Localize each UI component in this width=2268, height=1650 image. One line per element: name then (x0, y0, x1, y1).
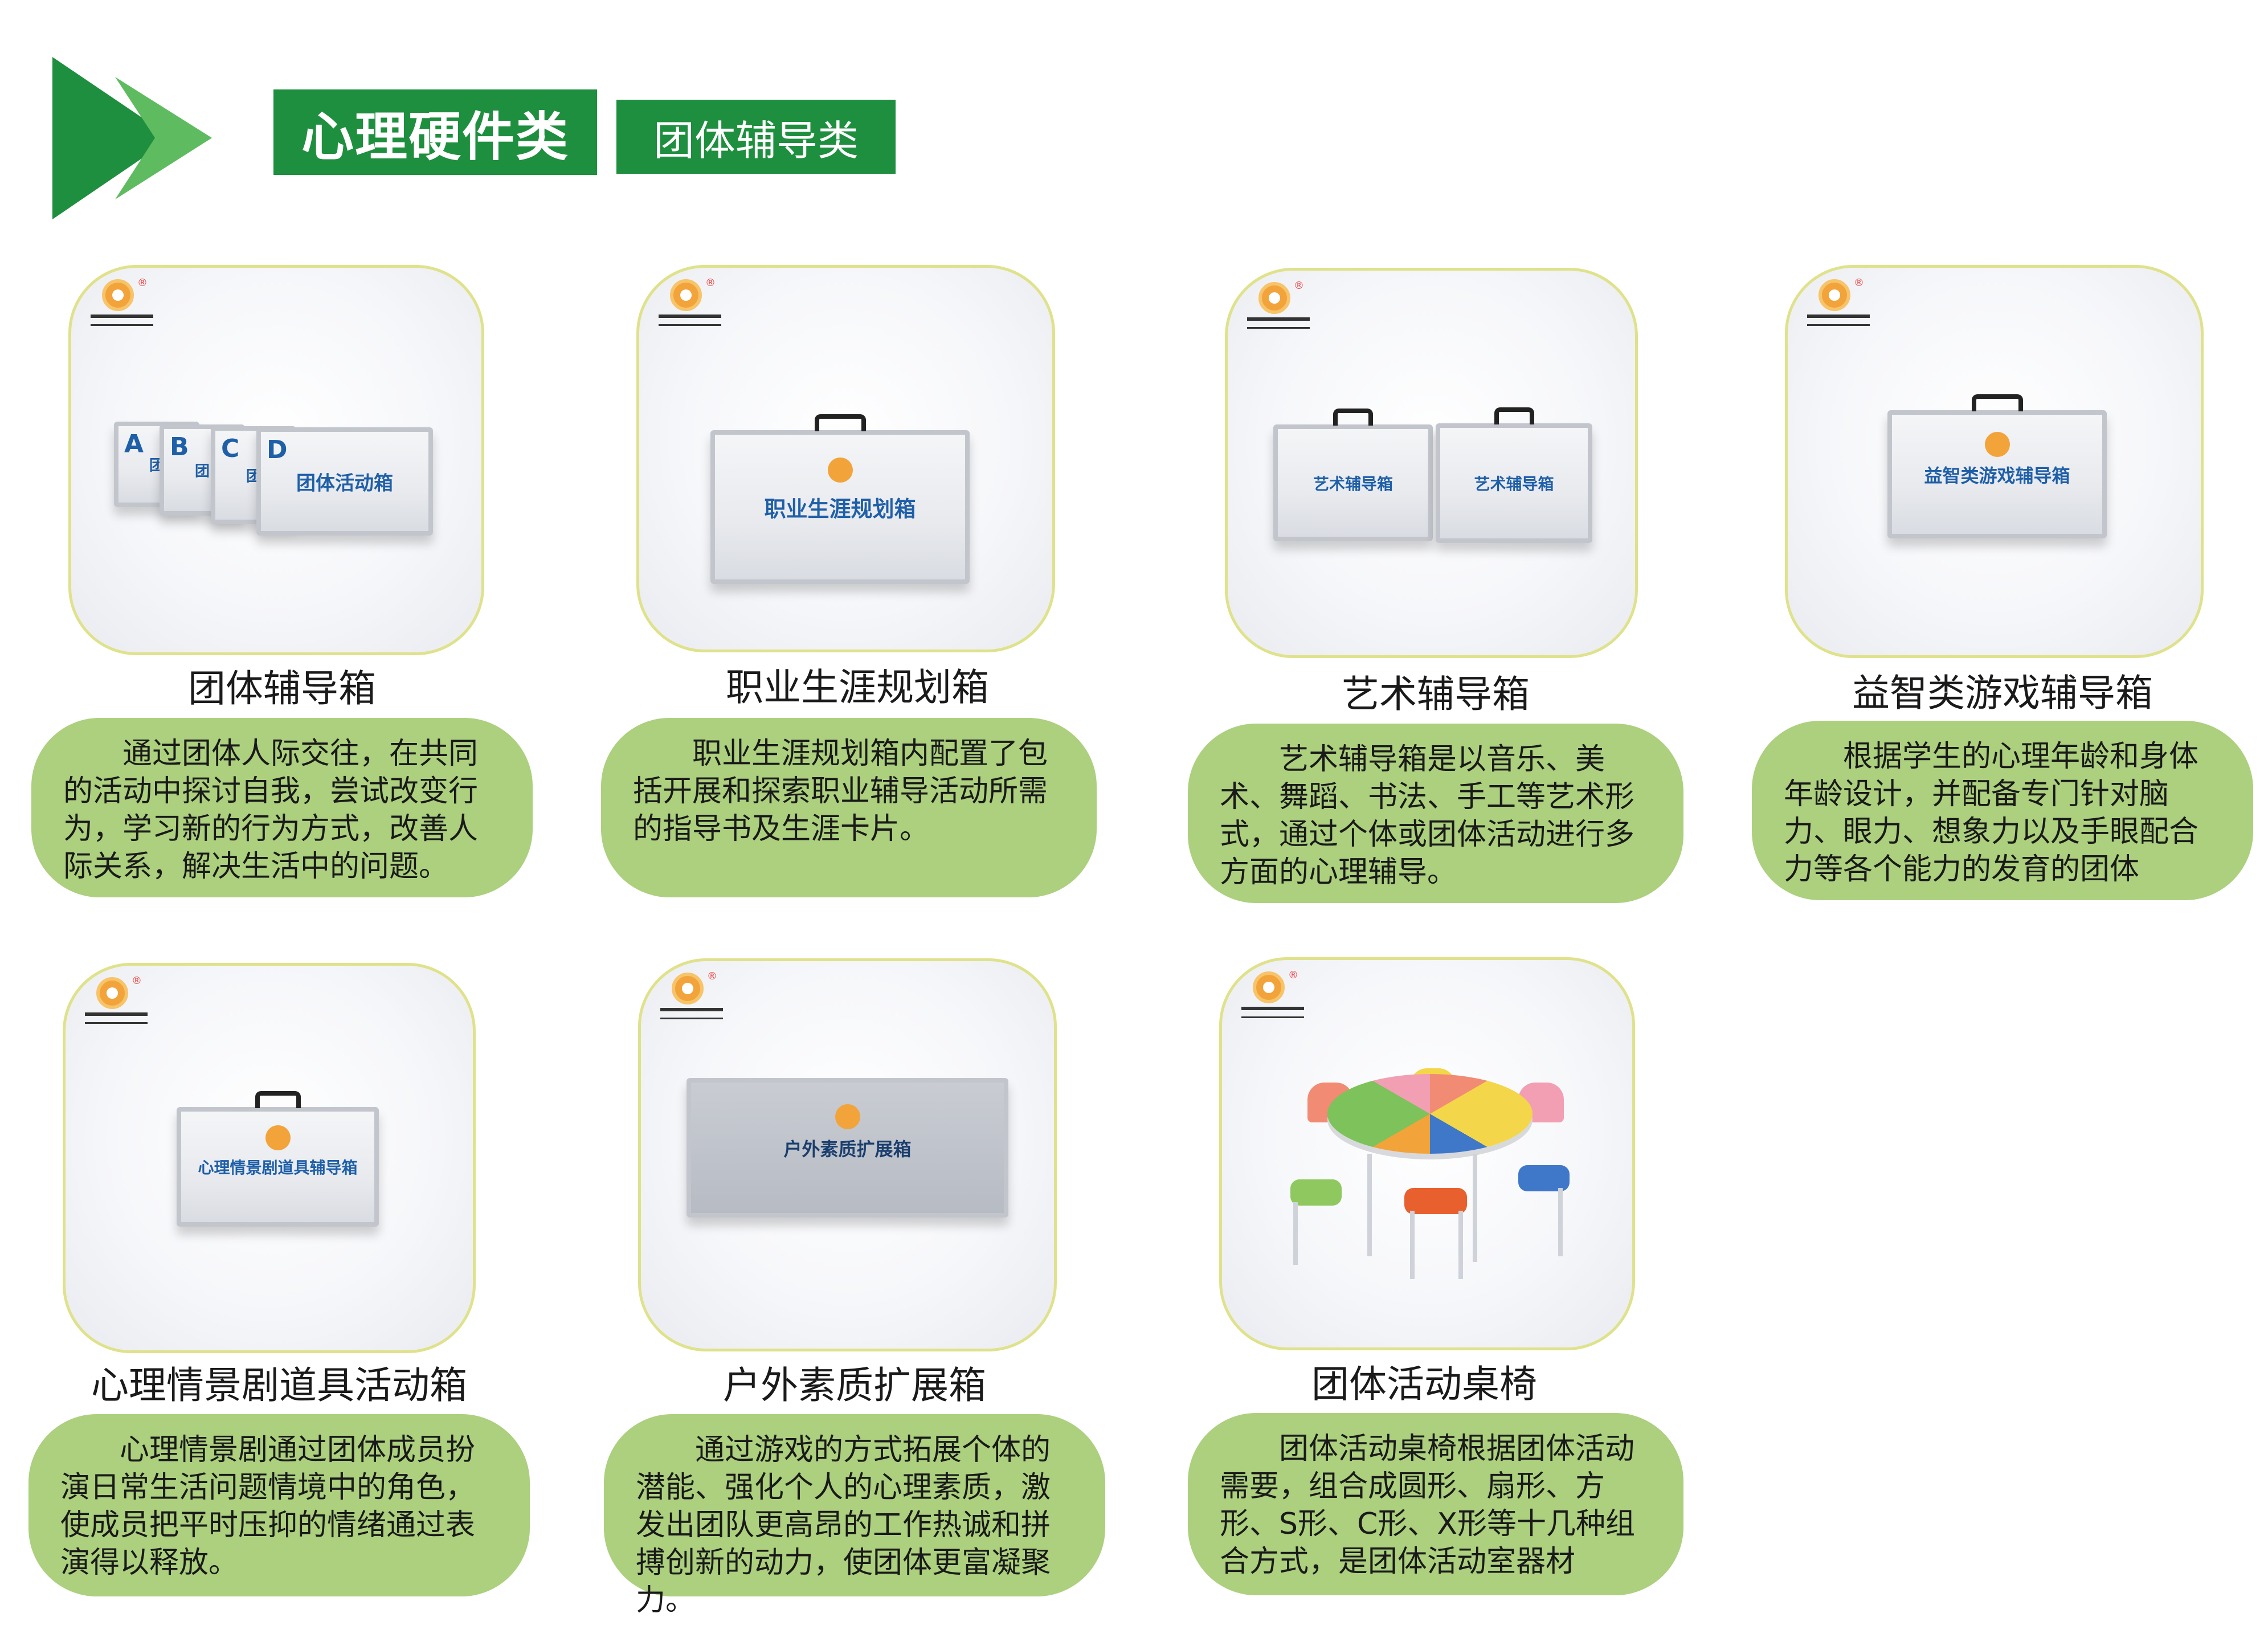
product-description: 根据学生的心理年龄和身体年龄设计，并配备专门针对脑力、眼力、想象力以及手眼配合力… (1752, 721, 2253, 900)
product-title: 团体辅导箱 (188, 667, 376, 710)
case: 心理情景剧道具辅导箱 (177, 1091, 379, 1227)
brand-logo: ® (91, 277, 165, 353)
product-title: 艺术辅导箱 (1342, 672, 1530, 716)
product-image: ® 心理情景剧道具辅导箱 (63, 963, 476, 1353)
product-card-outdoor-training-box: ® 户外素质扩展箱 户外素质扩展箱 通过游戏的方式拓展个体的潜能、强化个人的心理… (604, 958, 1105, 1618)
case: 益智类游戏辅导箱 (1887, 394, 2107, 538)
product-title: 户外素质扩展箱 (723, 1363, 986, 1407)
brand-logo: ® (1807, 277, 1881, 353)
product-card-career-planning-box: ® 职业生涯规划箱 职业生涯规划箱 职业生涯规划箱内配置了包括开展和探索职业辅导… (601, 265, 1102, 903)
category-sub-label: 团体辅导类 (616, 100, 896, 174)
case-right: 艺术辅导箱 (1436, 407, 1592, 543)
product-card-art-counseling-box: ® 艺术辅导箱 艺术辅导箱 艺术辅导箱 艺术辅导箱是以音乐、美术、舞蹈、书法、手… (1185, 268, 1686, 906)
product-description: 心理情景剧通过团体成员扮演日常生活问题情境中的角色，使成员把平时压抑的情绪通过表… (28, 1414, 530, 1596)
brand-logo: ® (1241, 969, 1315, 1045)
brand-logo: ® (1247, 280, 1321, 356)
product-card-psychodrama-props-box: ® 心理情景剧道具辅导箱 心理情景剧道具活动箱 心理情景剧通过团体成员扮演日常生… (28, 963, 541, 1607)
brand-logo: ® (659, 277, 733, 353)
product-image: ® 职业生涯规划箱 (636, 265, 1055, 652)
category-main-label: 心理硬件类 (273, 89, 597, 175)
product-description: 通过团体人际交往，在共同的活动中探讨自我，尝试改变行为，学习新的行为方式，改善人… (31, 718, 533, 897)
product-description: 团体活动桌椅根据团体活动需要，组合成圆形、扇形、方形、S形、C形、X形等十几种组… (1188, 1413, 1683, 1595)
product-image: ® 艺术辅导箱 艺术辅导箱 (1225, 268, 1638, 658)
product-card-puzzle-game-box: ® 益智类游戏辅导箱 益智类游戏辅导箱 根据学生的心理年龄和身体年龄设计，并配备… (1752, 265, 2253, 903)
brand-logo: ® (660, 970, 734, 1047)
product-title: 心理情景剧道具活动箱 (91, 1363, 467, 1407)
double-arrow-icon (52, 57, 212, 219)
brand-logo: ® (85, 975, 159, 1051)
product-card-group-table-chairs: ® 团体活动桌椅 团体活动桌椅根据团体活动需要，组合成圆形、扇形、方形、S形、C… (1188, 957, 1689, 1607)
product-image: ® 益智类游戏辅导箱 (1785, 265, 2204, 658)
case: 户外素质扩展箱 (686, 1078, 1008, 1218)
case-left: 艺术辅导箱 (1273, 409, 1433, 541)
product-description: 职业生涯规划箱内配置了包括开展和探索职业辅导活动所需的指导书及生涯卡片。 (601, 718, 1097, 897)
product-title: 职业生涯规划箱 (726, 665, 989, 709)
product-title: 益智类游戏辅导箱 (1852, 671, 2153, 715)
product-description: 艺术辅导箱是以音乐、美术、舞蹈、书法、手工等艺术形式，通过个体或团体活动进行多方… (1188, 724, 1683, 903)
product-image: ® (1219, 957, 1635, 1350)
case: 职业生涯规划箱 (710, 414, 970, 584)
product-description: 通过游戏的方式拓展个体的潜能、强化个人的心理素质，激发出团队更高昂的工作热诚和拼… (604, 1414, 1105, 1618)
product-title: 团体活动桌椅 (1311, 1362, 1537, 1406)
product-image: ® 户外素质扩展箱 (638, 958, 1057, 1351)
